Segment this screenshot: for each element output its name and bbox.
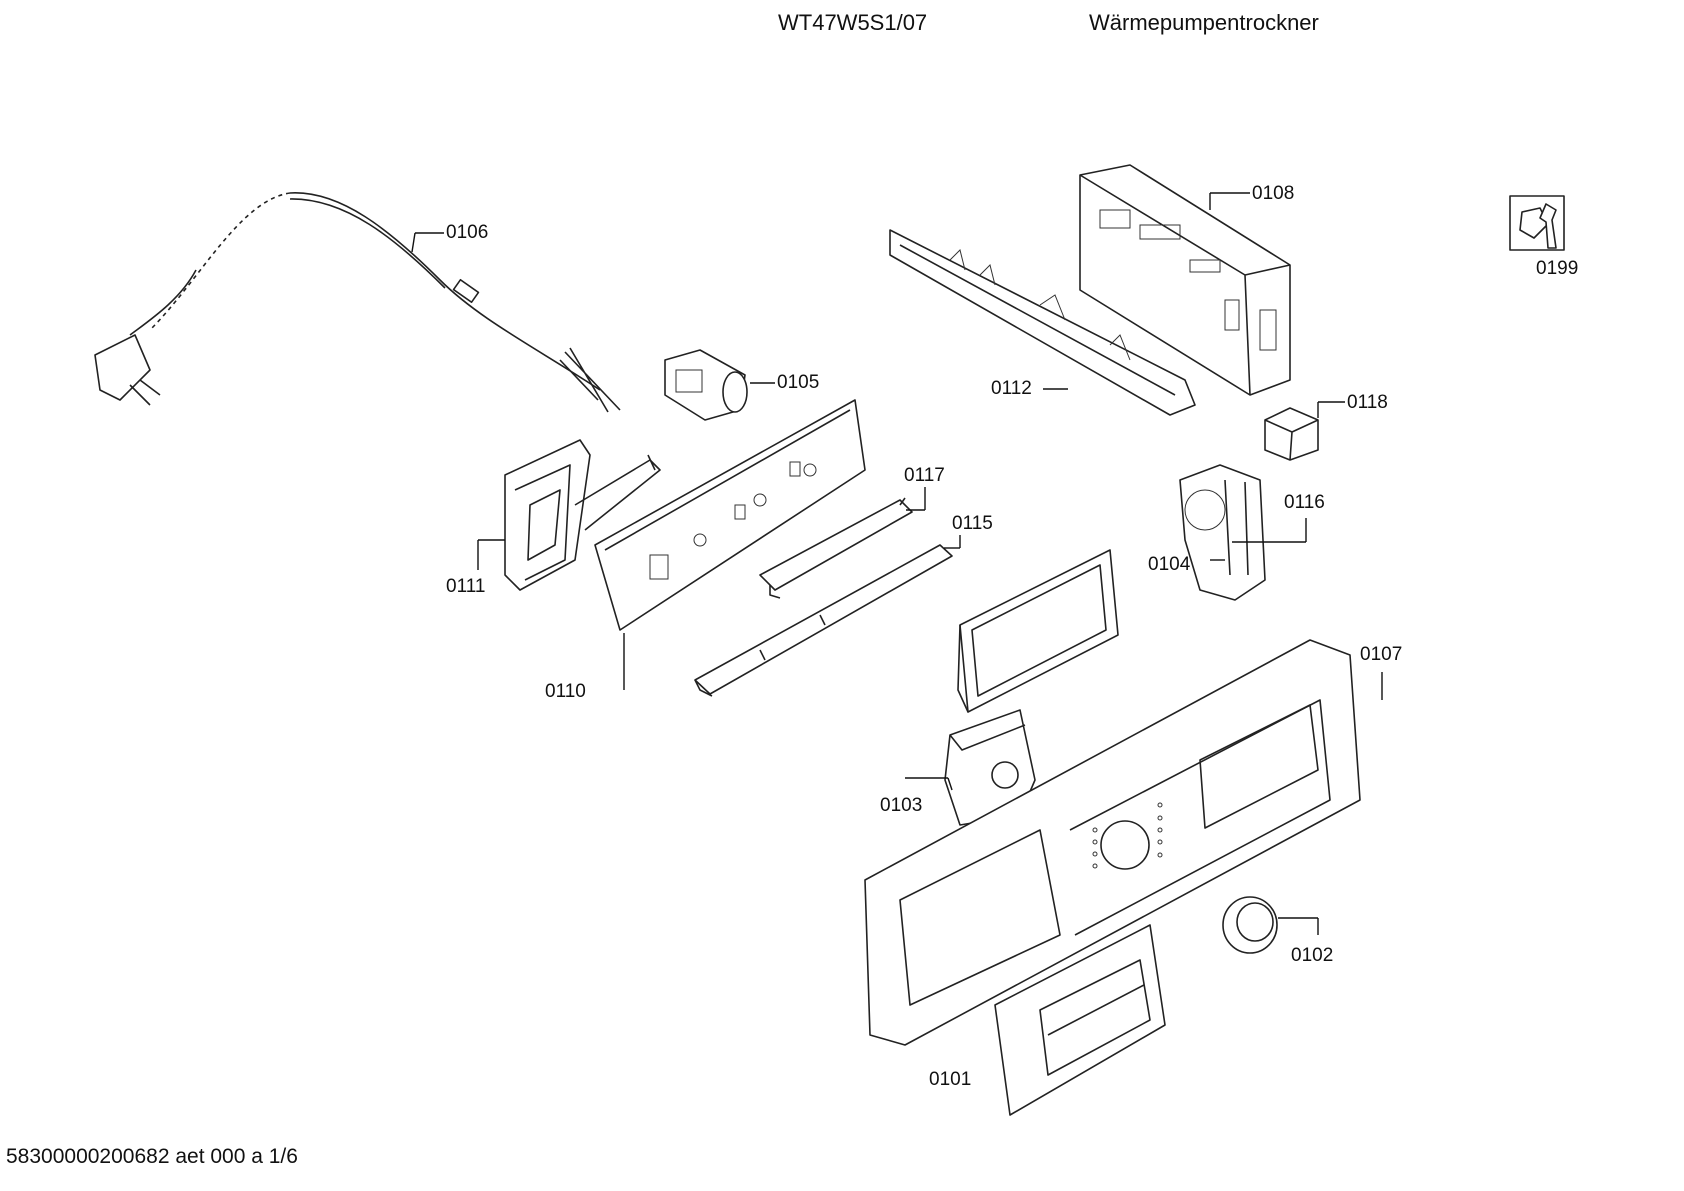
mounting-rail-part[interactable] bbox=[889, 229, 1196, 416]
label-0106: 0106 bbox=[446, 222, 488, 243]
label-0110: 0110 bbox=[545, 681, 586, 702]
power-cable-part[interactable] bbox=[94, 192, 621, 413]
label-0117: 0117 bbox=[904, 465, 945, 486]
drawer-handle-part[interactable] bbox=[994, 924, 1166, 1116]
label-0116: 0116 bbox=[1284, 492, 1325, 513]
label-0102: 0102 bbox=[1291, 945, 1333, 966]
label-0118: 0118 bbox=[1347, 392, 1388, 413]
label-0199: 0199 bbox=[1536, 258, 1578, 279]
label-0112: 0112 bbox=[991, 378, 1032, 399]
control-board-part[interactable] bbox=[594, 399, 866, 690]
control-panel-part[interactable] bbox=[864, 639, 1383, 1046]
label-0115: 0115 bbox=[952, 513, 993, 534]
electronic-module-part[interactable] bbox=[1079, 164, 1291, 396]
capacitor-part[interactable] bbox=[664, 349, 775, 421]
selector-knob-part[interactable] bbox=[1222, 896, 1319, 954]
service-tool-icon[interactable] bbox=[1509, 195, 1565, 251]
label-0105: 0105 bbox=[777, 372, 819, 393]
model-number: WT47W5S1/07 bbox=[778, 10, 928, 35]
label-0104: 0104 bbox=[1148, 554, 1191, 575]
part-labels: 0106 0105 0112 0108 0118 0199 0117 0115 … bbox=[446, 183, 1578, 1090]
light-guide-lower-part[interactable] bbox=[694, 535, 961, 697]
holder-part[interactable] bbox=[1179, 464, 1307, 601]
connector-part[interactable] bbox=[1264, 401, 1345, 461]
label-0101: 0101 bbox=[929, 1069, 971, 1090]
label-0111: 0111 bbox=[446, 576, 485, 597]
bracket-part[interactable] bbox=[477, 439, 661, 591]
label-0107: 0107 bbox=[1360, 644, 1402, 665]
label-0103: 0103 bbox=[880, 795, 922, 816]
label-0108: 0108 bbox=[1252, 183, 1294, 204]
light-guide-upper-part[interactable] bbox=[759, 487, 926, 599]
display-frame-part[interactable] bbox=[957, 549, 1119, 713]
document-footer: 58300000200682 aet 000 a 1/6 bbox=[6, 1145, 298, 1168]
appliance-description: Wärmepumpentrockner bbox=[1089, 10, 1319, 35]
